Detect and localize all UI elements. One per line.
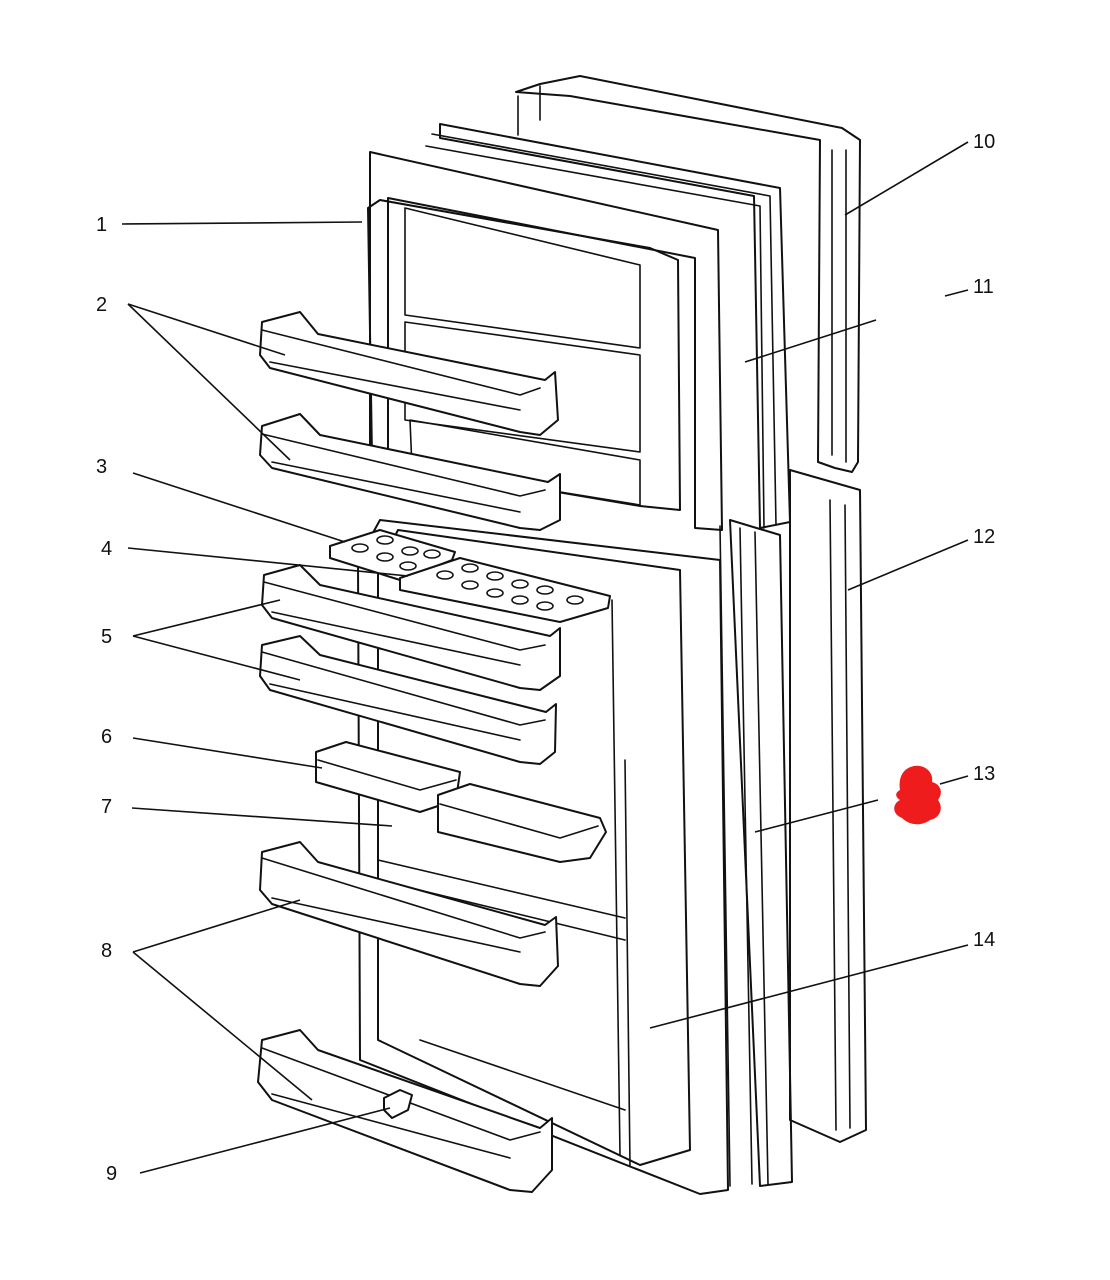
upper-shelf-top (259, 311, 559, 436)
lower-shelf-lower (259, 635, 557, 765)
upper-shelf-bottom (259, 413, 561, 531)
bottle-shelf-upper (259, 841, 559, 987)
leader-lines (121, 141, 969, 1174)
label-7: 7 (101, 796, 112, 818)
callout-labels: 1 2 3 4 5 6 7 8 9 10 11 12 13 14 (96, 131, 995, 1185)
label-1: 1 (96, 214, 107, 236)
red-marker (894, 765, 941, 825)
lower-door-outer-panel (789, 469, 867, 1143)
small-compartment-right (437, 783, 607, 863)
label-9: 9 (106, 1163, 117, 1185)
label-10: 10 (973, 131, 995, 153)
label-2: 2 (96, 294, 107, 316)
label-11: 11 (973, 276, 994, 298)
label-5: 5 (101, 626, 112, 648)
lower-door-gaskets (719, 519, 793, 1187)
label-14: 14 (973, 929, 995, 951)
lower-shelf-upper (261, 564, 561, 691)
label-12: 12 (973, 526, 995, 548)
egg-tray-small (329, 529, 456, 581)
label-4: 4 (101, 538, 112, 560)
egg-tray-large (399, 557, 611, 623)
label-6: 6 (101, 726, 112, 748)
upper-door-outer-panel (515, 75, 861, 473)
label-8: 8 (101, 940, 112, 962)
label-13: 13 (973, 763, 995, 785)
label-3: 3 (96, 456, 107, 478)
